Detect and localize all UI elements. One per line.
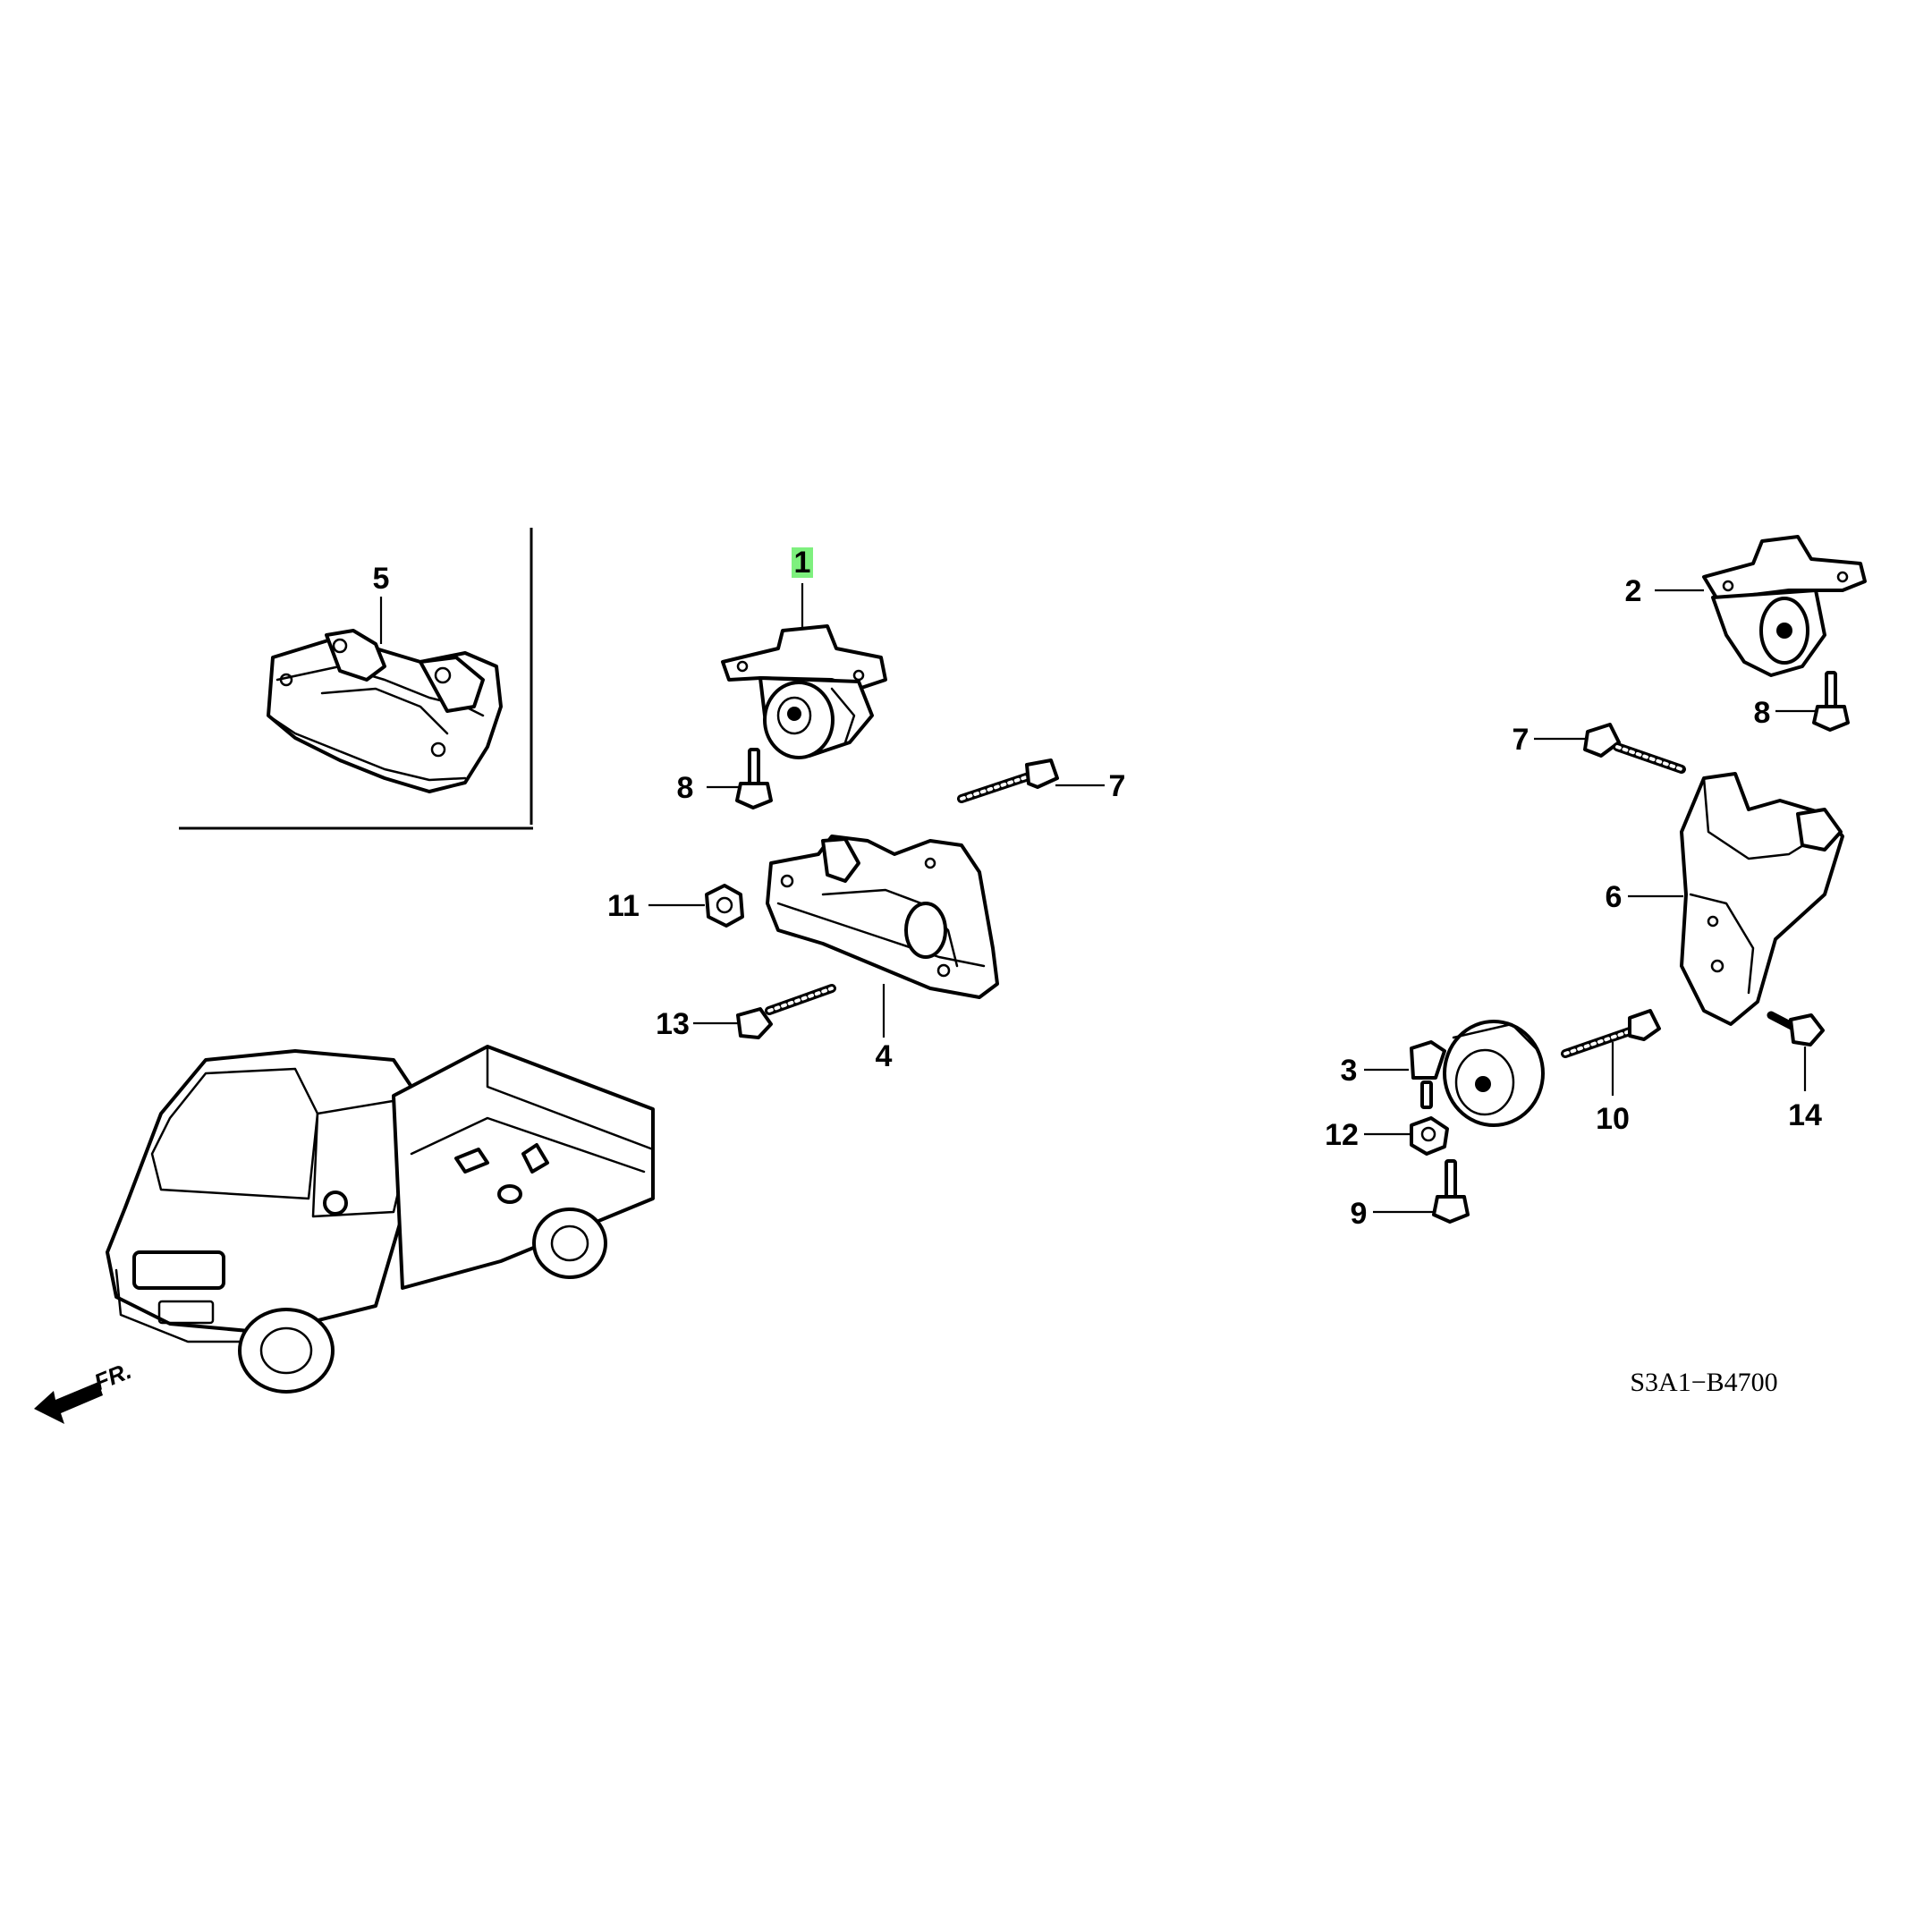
part-9-bolt[interactable] — [1432, 1159, 1470, 1224]
callout-5[interactable]: 5 — [373, 562, 390, 596]
diagram-code: S3A1−B4700 — [1630, 1368, 1777, 1397]
part-3-engine-mount[interactable] — [1410, 1020, 1545, 1127]
part-5-engine-mount-bracket[interactable] — [267, 629, 503, 793]
callout-8-right[interactable]: 8 — [1754, 696, 1771, 730]
part-8-bolt-left[interactable] — [735, 748, 773, 809]
part-2-engine-mount[interactable] — [1702, 535, 1867, 677]
callout-11[interactable]: 11 — [607, 889, 640, 923]
part-1-engine-mount[interactable] — [721, 624, 887, 759]
callout-6[interactable]: 6 — [1606, 880, 1623, 914]
part-11-nut[interactable] — [705, 884, 744, 928]
inset-box — [179, 528, 533, 830]
callout-1[interactable]: 1 — [794, 546, 811, 580]
callout-8-left[interactable]: 8 — [677, 771, 694, 805]
callout-10[interactable]: 10 — [1596, 1102, 1630, 1136]
callout-2[interactable]: 2 — [1625, 574, 1642, 608]
callout-1-highlight — [792, 547, 813, 578]
callout-12[interactable]: 12 — [1325, 1118, 1359, 1152]
front-direction-arrow: FR. — [34, 1357, 135, 1424]
callout-7-right[interactable]: 7 — [1513, 723, 1530, 757]
part-6-mount-bracket[interactable] — [1680, 772, 1844, 1026]
part-8-bolt-right[interactable] — [1812, 671, 1850, 732]
callout-3[interactable]: 3 — [1341, 1054, 1358, 1088]
part-10-bolt[interactable] — [1561, 1009, 1661, 1058]
part-4-mount-bracket[interactable] — [766, 835, 999, 999]
part-7-bolt-left[interactable] — [957, 758, 1059, 803]
callout-7-left[interactable]: 7 — [1109, 769, 1126, 803]
callout-14[interactable]: 14 — [1788, 1098, 1822, 1132]
kei-truck-illustration — [106, 1045, 655, 1394]
part-14-bolt[interactable] — [1767, 1011, 1825, 1046]
callout-13[interactable]: 13 — [656, 1007, 690, 1041]
callout-4[interactable]: 4 — [876, 1039, 893, 1073]
part-7-bolt-right[interactable] — [1583, 723, 1686, 774]
callout-9[interactable]: 9 — [1351, 1197, 1368, 1231]
part-12-nut[interactable] — [1410, 1116, 1449, 1156]
part-13-bolt[interactable] — [736, 984, 836, 1039]
